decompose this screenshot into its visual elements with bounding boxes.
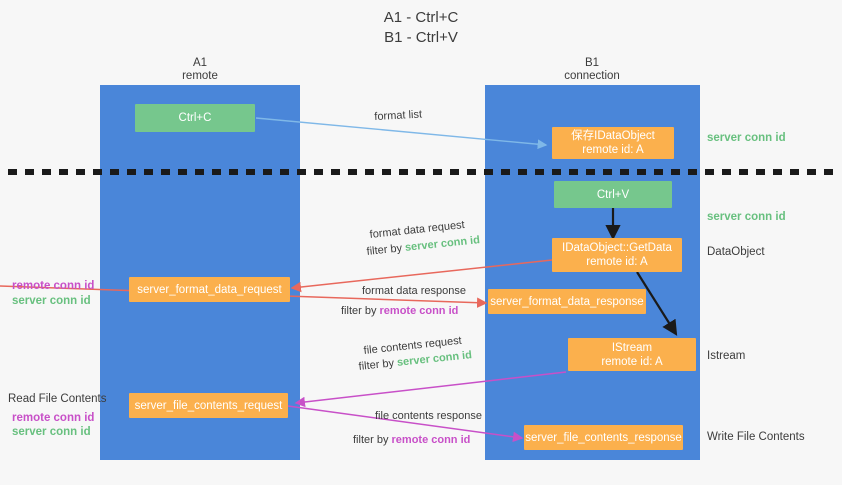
column-header-b1-sub: connection <box>564 70 620 82</box>
column-header-a1-sub: remote <box>182 70 218 82</box>
label-istream: Istream <box>707 350 746 362</box>
node-server-file-contents-request[interactable]: server_file_contents_request <box>129 393 288 418</box>
filter-prefix-3: filter by <box>358 356 398 373</box>
label-write-file-contents: Write File Contents <box>707 431 805 443</box>
node-server-format-data-response[interactable]: server_format_data_response <box>488 289 646 314</box>
label-dataobject: DataObject <box>707 246 765 258</box>
edge-label-format-data-response: format data response <box>362 285 466 297</box>
node-idataobject-getdata[interactable]: IDataObject::GetData remote id: A <box>552 238 682 272</box>
filter-key-remote-conn-id-1: remote conn id <box>379 305 459 317</box>
label-server-conn-id-top: server conn id <box>707 132 786 144</box>
filter-key-remote-conn-id-2: remote conn id <box>391 434 471 446</box>
node-save-idataobject[interactable]: 保存IDataObject remote id: A <box>552 127 674 159</box>
node-istream[interactable]: IStream remote id: A <box>568 338 696 371</box>
column-header-a1: A1 remote <box>100 57 300 83</box>
node-ctrl-v[interactable]: Ctrl+V <box>554 181 672 208</box>
column-header-b1-name: B1 <box>584 57 600 69</box>
label-read-file-contents: Read File Contents <box>8 393 107 405</box>
label-server-conn-id-mid: server conn id <box>707 211 786 223</box>
node-ctrl-c[interactable]: Ctrl+C <box>135 104 255 132</box>
column-header-a1-name: A1 <box>192 57 208 69</box>
label-server-conn-id-bottom: server conn id <box>12 426 91 438</box>
node-server-format-data-request[interactable]: server_format_data_request <box>129 277 290 302</box>
label-remote-conn-id-bottom: remote conn id <box>12 412 95 424</box>
label-remote-conn-id-mid: remote conn id <box>12 280 95 292</box>
page-title-line1: A1 - Ctrl+C <box>383 9 459 26</box>
column-header-b1: B1 connection <box>492 57 692 83</box>
filter-prefix-4: filter by <box>353 434 392 446</box>
filter-prefix-2: filter by <box>341 305 380 317</box>
edge-label-file-contents-response: file contents response <box>375 410 483 422</box>
edge-label-file-contents-response-filter: filter by remote conn id <box>353 433 470 448</box>
edge-label-format-data-response-filter: filter by remote conn id <box>341 304 458 319</box>
edge-label-format-list: format list <box>374 108 423 123</box>
label-server-conn-id-left-mid: server conn id <box>12 295 91 307</box>
filter-prefix-1: filter by <box>366 241 406 258</box>
page-title-line2: B1 - Ctrl+V <box>384 29 458 46</box>
node-server-file-contents-response[interactable]: server_file_contents_response <box>524 425 683 450</box>
